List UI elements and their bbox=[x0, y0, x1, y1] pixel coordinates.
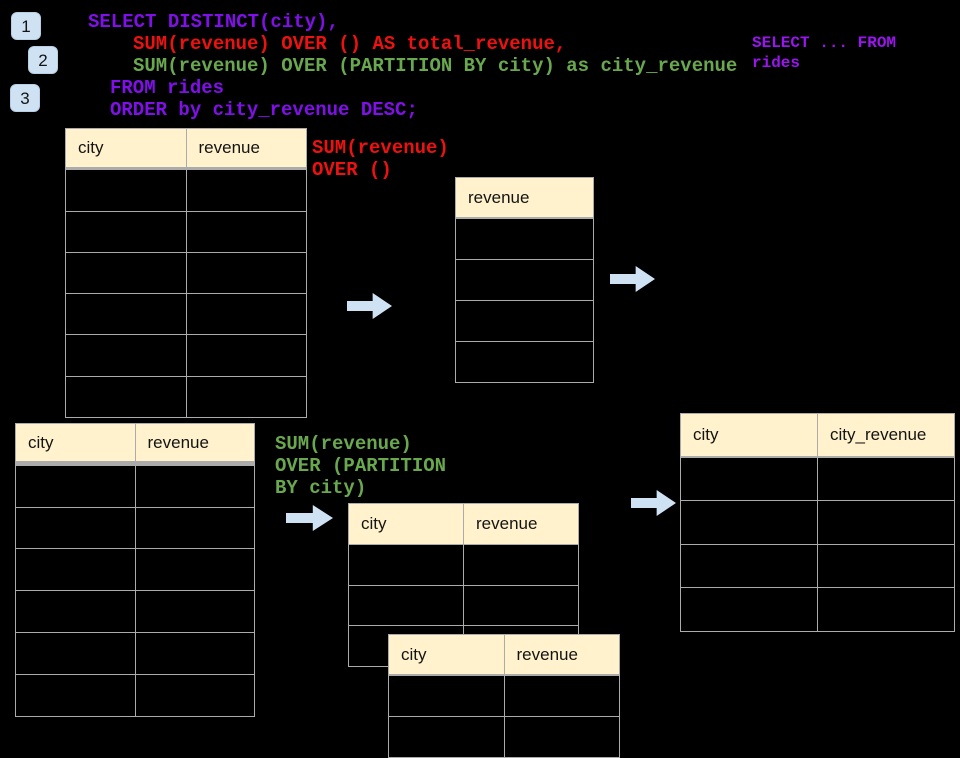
table-cell bbox=[16, 674, 135, 716]
table-cell bbox=[389, 717, 504, 757]
table-cell bbox=[818, 588, 954, 631]
label-partition-line2: OVER (PARTITION bbox=[275, 455, 447, 477]
table-cell bbox=[349, 544, 463, 585]
table-cell bbox=[186, 170, 306, 211]
label-sum-over-total: SUM(revenue)OVER () bbox=[312, 137, 449, 181]
label-partition-line1: SUM(revenue) bbox=[275, 433, 412, 455]
label-total-line1: SUM(revenue) bbox=[312, 137, 449, 159]
table-cell bbox=[504, 676, 619, 716]
table-cell bbox=[818, 544, 954, 587]
sql-line-sum-total: SUM(revenue) OVER () AS total_revenue, bbox=[133, 33, 567, 55]
table-cell bbox=[464, 585, 578, 626]
table-cell bbox=[66, 376, 186, 418]
table-cell bbox=[16, 549, 135, 591]
table-header-cell: city bbox=[349, 504, 463, 544]
table-header-cell: revenue bbox=[186, 129, 306, 167]
table-cell bbox=[66, 294, 186, 335]
table-cell bbox=[186, 335, 306, 376]
table-cell bbox=[135, 632, 254, 674]
step-badge-2: 2 bbox=[28, 46, 58, 74]
table-cell bbox=[349, 585, 463, 626]
table-cell bbox=[456, 342, 593, 382]
table-header-cell: city bbox=[16, 424, 135, 461]
table-header-cell: city bbox=[389, 635, 504, 674]
table-cell bbox=[66, 252, 186, 294]
table-cell bbox=[135, 674, 254, 716]
table-cell bbox=[681, 544, 817, 587]
sql-line-select: SELECT DISTINCT(city), bbox=[88, 11, 339, 33]
right-arrow-icon bbox=[347, 293, 392, 319]
step-badge-1: 1 bbox=[11, 12, 41, 40]
table-header-cell: revenue bbox=[135, 424, 254, 461]
step-badge-3: 3 bbox=[10, 84, 40, 112]
right-arrow-icon bbox=[631, 490, 676, 516]
right-arrow-icon bbox=[286, 505, 333, 531]
table-header-cell: revenue bbox=[456, 178, 593, 217]
table-cell bbox=[186, 294, 306, 335]
table-cell bbox=[135, 549, 254, 591]
table-cell bbox=[16, 465, 135, 507]
table-header-cell: revenue bbox=[464, 504, 578, 544]
label-partition-line3: BY city) bbox=[275, 477, 367, 499]
table-total-revenue: revenue bbox=[455, 177, 594, 383]
label-total-line2: OVER () bbox=[312, 159, 392, 181]
table-header-cell: revenue bbox=[504, 635, 619, 674]
table-cell bbox=[186, 376, 306, 418]
sql-line-from: FROM rides bbox=[110, 77, 225, 99]
table-cell bbox=[16, 591, 135, 632]
table-cell bbox=[456, 260, 593, 300]
table-cell bbox=[389, 676, 504, 716]
table-header-cell: city bbox=[681, 414, 817, 456]
slide-background: 1 2 3 SELECT DISTINCT(city), SUM(revenue… bbox=[10, 11, 955, 758]
table-cell bbox=[135, 591, 254, 632]
sql-line-order-by: ORDER by city_revenue DESC; bbox=[110, 99, 418, 121]
sql-line-sum-partition: SUM(revenue) OVER (PARTITION BY city) as… bbox=[133, 55, 738, 77]
table-cell bbox=[186, 211, 306, 252]
sql-snippet-line2: rides bbox=[752, 54, 801, 72]
table-cell bbox=[66, 335, 186, 376]
table-cell bbox=[186, 252, 306, 294]
table-cell bbox=[681, 457, 817, 500]
table-cell bbox=[16, 632, 135, 674]
table-cell bbox=[135, 507, 254, 549]
table-cell bbox=[818, 457, 954, 500]
table-cell bbox=[504, 717, 619, 757]
table-cell bbox=[66, 211, 186, 252]
table-cell bbox=[818, 501, 954, 544]
table-cell bbox=[681, 588, 817, 631]
table-cell bbox=[16, 507, 135, 549]
table-header-cell: city_revenue bbox=[818, 414, 954, 456]
sql-snippet: SELECT ... FROM rides bbox=[752, 33, 896, 73]
sql-snippet-line1: SELECT ... FROM bbox=[752, 34, 897, 52]
table-cell bbox=[456, 219, 593, 259]
table-cell bbox=[456, 301, 593, 341]
table-cell bbox=[66, 170, 186, 211]
table-header-cell: city bbox=[66, 129, 186, 167]
right-arrow-icon bbox=[610, 266, 655, 292]
table-cell bbox=[464, 544, 578, 585]
table-cell bbox=[135, 465, 254, 507]
table-cell bbox=[681, 501, 817, 544]
